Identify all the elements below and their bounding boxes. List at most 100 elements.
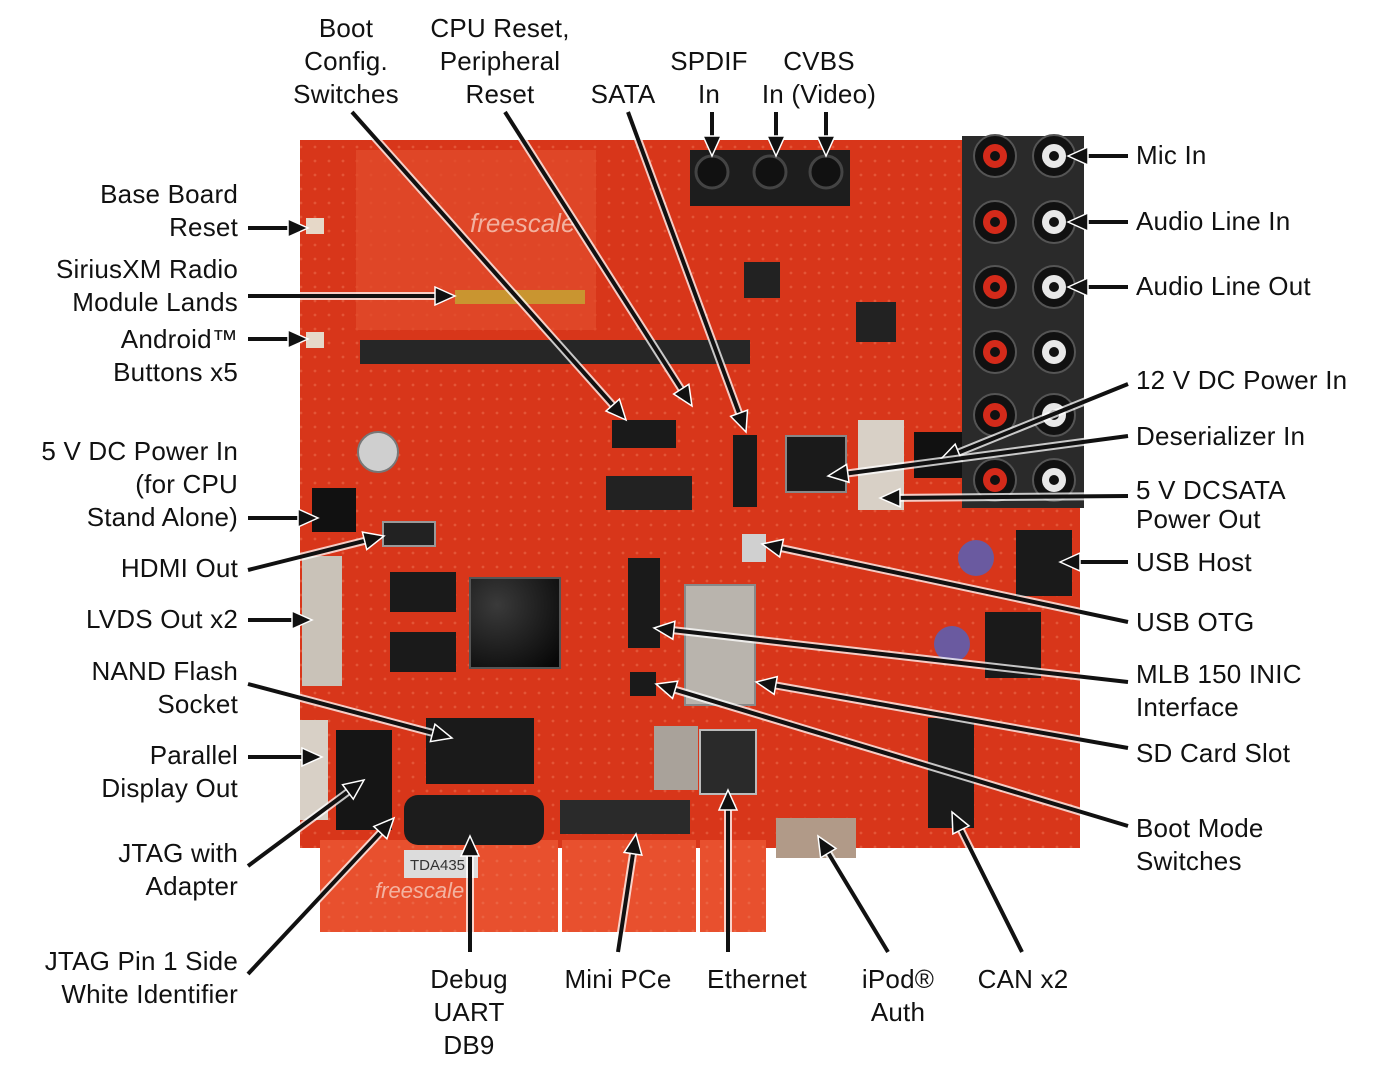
label-cpu-reset: CPU Reset, Peripheral Reset [430,13,570,109]
capacitor-1 [357,431,399,473]
small-chip-1 [744,262,780,298]
arrow-usb-otg [760,538,1129,626]
arrow-deserializer-in [826,432,1129,484]
arrow-jtag-adapter [245,778,366,870]
label-cvbs-in: CVBS In (Video) [761,46,877,109]
db9-connector [404,795,544,845]
arrow-mic-in [1066,145,1128,167]
arrow-parallel-display [248,746,324,768]
audio-jack-hole [1049,475,1059,485]
audio-jacks [973,134,1076,502]
freescale-logo-top: freescale [470,208,576,238]
arrow-audio-line-out [1066,276,1128,298]
arrow-dcsata-power-out [878,487,1129,508]
arrow-usb-host [1058,551,1128,573]
arrow-nand-flash [246,680,454,743]
arrow-sd-card-slot [754,675,1129,752]
label-5v-dc-power-in: 5 V DC Power In (for CPU Stand Alone) [41,436,238,532]
cvbs-jack-2 [808,154,844,190]
arrow-audio-line-in [1066,211,1128,233]
arrow-debug-uart [459,834,481,952]
label-hdmi-out: HDMI Out [120,553,238,583]
parallel-display-connector [300,720,328,820]
arrow-cvbs-in-1 [765,112,787,158]
label-mic-in: Mic In [1136,140,1207,170]
boot-config-switches-shape [612,420,676,448]
audio-jack-hole [990,410,1000,420]
arrow-cpu-reset [501,109,693,408]
arrow-5v-dc-power-in [248,507,320,529]
arrow-jtag-pin1 [245,816,396,977]
boot-mode-switches-shape [630,672,656,696]
label-sata: SATA [590,79,656,109]
sata-connector [733,435,757,507]
arrow-ethernet [717,788,739,952]
audio-jack-hole [990,217,1000,227]
ram-chip-1 [390,572,456,612]
pointer-arrows [245,109,1130,977]
label-boot-config: Boot Config. Switches [293,13,399,109]
arrow-boot-config [349,109,628,422]
arrow-lvds-out [248,609,314,631]
label-boot-mode: Boot Mode Switches [1136,813,1264,876]
usb-otg-connector [742,534,766,562]
main-cpu [469,577,561,669]
audio-jack-hole [1049,347,1059,357]
label-ipod-auth: iPod® Auth [861,964,935,1027]
cvbs-jack-1 [752,154,788,190]
arrow-base-board-reset [248,217,310,239]
audio-codec-chip [856,302,896,342]
arrow-can [951,810,1026,954]
small-chip-2 [606,476,692,510]
ethernet-jack [699,729,757,795]
label-usb-otg: USB OTG [1136,607,1255,637]
ram-chip-2 [390,632,456,672]
label-parallel-display: Parallel Display Out [101,740,238,803]
audio-jack-hole [990,151,1000,161]
audio-jack-hole [990,347,1000,357]
tda-chip-label: TDA435 [410,857,465,874]
label-sd-card-slot: SD Card Slot [1136,738,1291,768]
label-lvds-out: LVDS Out x2 [85,604,238,634]
label-mlb-interface: MLB 150 INIC Interface [1136,659,1302,722]
label-jtag-adapter: JTAG with Adapter [118,838,238,901]
audio-jack-hole [990,282,1000,292]
audio-jack-hole [1049,217,1059,227]
label-ethernet: Ethernet [707,964,807,994]
audio-jack-hole [1049,151,1059,161]
arrow-mlb-interface [652,620,1129,686]
spdif-jack [694,154,730,190]
mini-pcie-slot [560,800,690,834]
label-spdif-in: SPDIF In [670,46,748,109]
button-android [306,332,324,348]
label-12v-dc-power-in: 12 V DC Power In [1136,365,1348,395]
mlb-connector [628,558,660,648]
label-usb-host: USB Host [1136,547,1252,577]
arrow-spdif-in [701,112,723,158]
arrow-siriusxm [248,285,457,307]
arrow-hdmi-out [247,531,386,574]
arrow-android-buttons [248,328,310,350]
arrow-cvbs-in-2 [815,112,837,158]
label-mini-pcie: Mini PCe [564,964,672,994]
capacitor-2 [958,540,994,576]
audio-jack-hole [1049,282,1059,292]
deserializer-connector [785,435,847,493]
sd-card-slot-shape [684,584,756,706]
label-dcsata-power-out: 5 V DCSATA Power Out [1136,475,1286,534]
arrow-boot-mode [654,680,1130,830]
label-audio-line-out: Audio Line Out [1136,271,1311,301]
button-base-reset [306,218,324,234]
label-siriusxm: SiriusXM Radio Module Lands [56,254,238,317]
label-deserializer-in: Deserializer In [1136,421,1306,451]
label-audio-line-in: Audio Line In [1136,206,1291,236]
label-can: CAN x2 [977,964,1069,994]
ipod-auth-header [776,818,856,858]
arrow-ipod-auth [817,834,892,955]
capacitor-3 [934,626,970,662]
label-jtag-pin1: JTAG Pin 1 Side White Identifier [44,946,238,1009]
audio-jack-hole [990,475,1000,485]
label-debug-uart: Debug UART DB9 [430,964,508,1060]
